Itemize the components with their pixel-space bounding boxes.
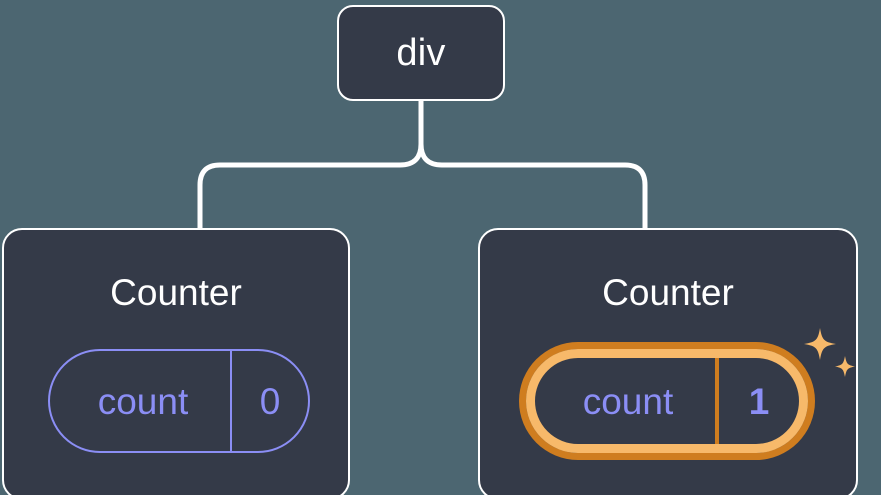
connector-to-left-child [197, 98, 424, 231]
state-pill-right-wrapper: count 1 [526, 349, 808, 453]
node-counter-right[interactable]: Counter count 1 [478, 228, 858, 495]
node-root-div[interactable]: div [337, 5, 505, 101]
node-counter-left-title: Counter [110, 272, 242, 313]
node-counter-right-title: Counter [602, 272, 734, 313]
node-root-label: div [396, 32, 446, 74]
state-pill-left-key: count [97, 380, 189, 422]
state-pill-left-value: 0 [230, 351, 308, 451]
connector-to-right-child [418, 98, 648, 231]
state-pill-left-wrapper: count 0 [48, 349, 310, 453]
state-pill-right-key: count [582, 380, 674, 422]
state-pill-right-value: 1 [715, 358, 799, 444]
node-counter-left[interactable]: Counter count 0 [2, 228, 350, 495]
state-pill-right-highlighted[interactable]: count 1 [526, 349, 808, 453]
state-pill-left[interactable]: count 0 [48, 349, 310, 453]
